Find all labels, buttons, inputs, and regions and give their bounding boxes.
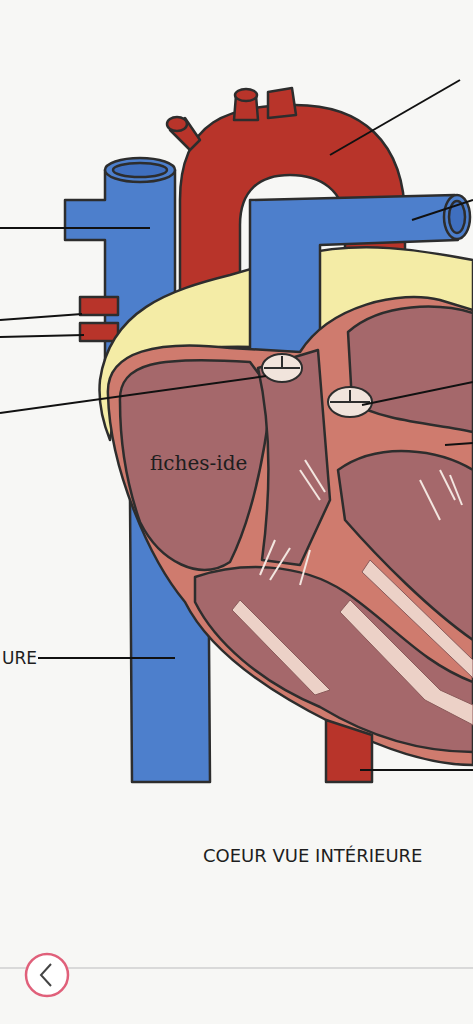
caption: COEUR VUE INTÉRIEURE	[203, 845, 422, 866]
part-label: URE	[2, 648, 37, 668]
watermark: fiches-ide	[150, 451, 247, 475]
